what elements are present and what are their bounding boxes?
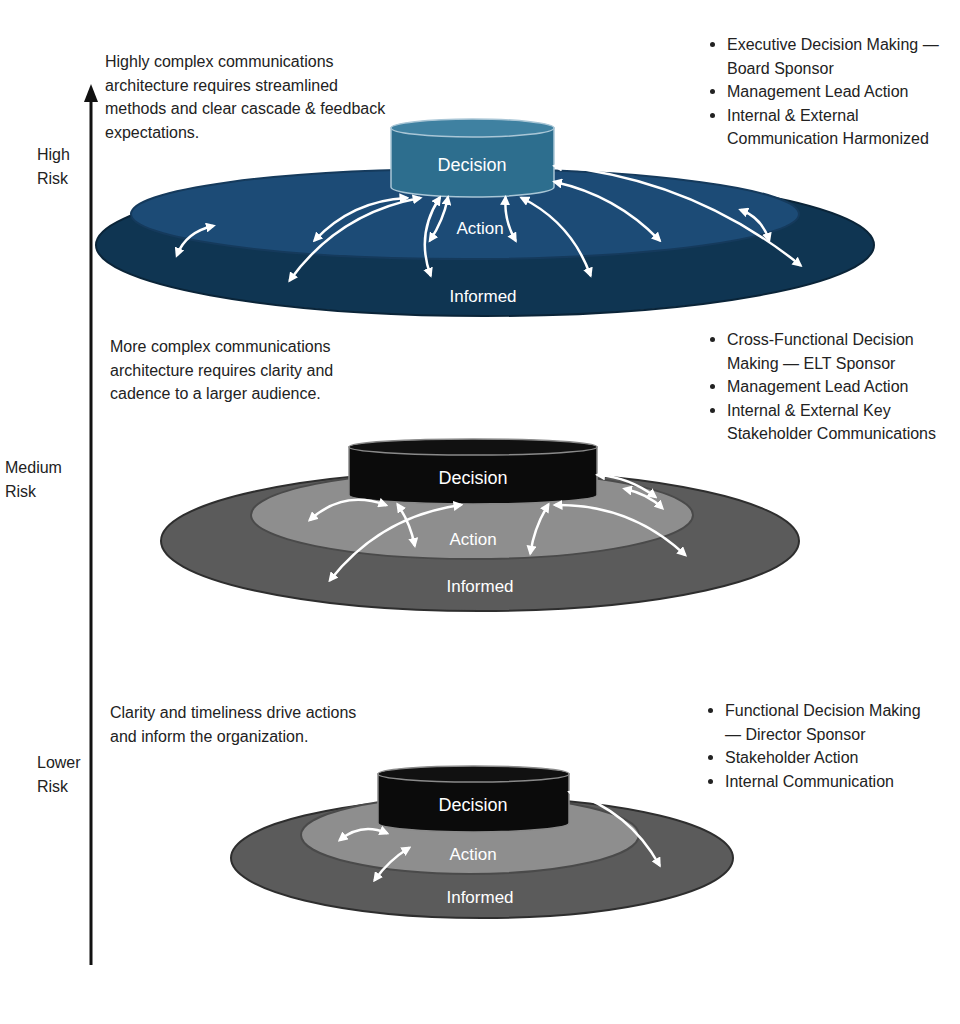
flow-arrow bbox=[310, 500, 385, 520]
bullet-item: Internal Communication bbox=[725, 770, 930, 794]
bullet-row: Executive Decision Making — Board Sponso… bbox=[707, 33, 942, 80]
text-row: Medium Risk bbox=[5, 456, 75, 503]
description-note: Clarity and timeliness drive actions and… bbox=[110, 701, 372, 748]
bullet-list: Functional Decision Making — Director Sp… bbox=[705, 699, 930, 793]
flow-arrow bbox=[375, 848, 409, 880]
bullet-dot bbox=[710, 42, 715, 47]
node-label: Action bbox=[456, 219, 503, 239]
action-ring: Action Decision bbox=[300, 765, 640, 875]
bullet-item: Stakeholder Action bbox=[725, 746, 930, 770]
bullet-item: Internal & External Communication Harmon… bbox=[727, 104, 942, 151]
risk-level: Medium Risk bbox=[5, 456, 75, 503]
bullet-item: Management Lead Action bbox=[727, 375, 947, 399]
text-block: Clarity and timeliness drive actions and… bbox=[110, 701, 372, 748]
flow-arrow bbox=[530, 505, 548, 553]
decision-cylinder: Decision bbox=[377, 765, 570, 833]
text-row: More complex communications architecture… bbox=[110, 335, 380, 406]
flow-arrow bbox=[315, 198, 407, 240]
node-label: Decision bbox=[438, 795, 507, 816]
flow-arrow bbox=[555, 166, 800, 265]
bullet-row: Management Lead Action bbox=[707, 375, 947, 399]
bullet-dot bbox=[708, 708, 713, 713]
bullet-row: Cross-Functional Decision Making — ELT S… bbox=[707, 328, 947, 375]
flow-arrow bbox=[598, 475, 655, 497]
text-row: Lower Risk bbox=[37, 751, 97, 798]
axis-line bbox=[90, 100, 93, 965]
node-label: Informed bbox=[449, 287, 516, 307]
decision-cylinder: Decision bbox=[348, 438, 598, 505]
bullet-item: Management Lead Action bbox=[727, 80, 942, 104]
bullet-dot bbox=[708, 779, 713, 784]
bullet-dot bbox=[710, 337, 715, 342]
informed-ring: Informed Action Decision bbox=[95, 118, 875, 318]
action-ring: Action Decision bbox=[130, 118, 800, 260]
cylinder-top bbox=[378, 766, 569, 782]
text-block: Medium Risk bbox=[5, 456, 75, 503]
decision-cylinder: Decision bbox=[390, 118, 555, 198]
edge-group bbox=[290, 166, 800, 880]
cylinder-top bbox=[349, 439, 597, 455]
informed-ring: Informed Action Decision bbox=[230, 765, 735, 920]
action-ring: Action Decision bbox=[250, 438, 695, 560]
node-label: Informed bbox=[446, 888, 513, 908]
text-block: Highly complex communications architectu… bbox=[105, 50, 395, 144]
bullet-item: Executive Decision Making — Board Sponso… bbox=[727, 33, 942, 80]
ring-arrow bbox=[741, 210, 769, 240]
text-block: High Risk bbox=[37, 143, 87, 190]
bullet-row: Internal & External Key Stakeholder Comm… bbox=[707, 399, 947, 446]
node-label: Decision bbox=[438, 468, 507, 489]
flow-arrow bbox=[505, 198, 515, 240]
risk-level: High Risk bbox=[37, 143, 87, 190]
bullet-dot bbox=[710, 113, 715, 118]
text-row: High Risk bbox=[37, 143, 87, 190]
flow-arrow bbox=[340, 829, 387, 840]
bullet-item: Cross-Functional Decision Making — ELT S… bbox=[727, 328, 947, 375]
ring-arrow bbox=[177, 226, 213, 255]
bullet-item: Internal & External Key Stakeholder Comm… bbox=[727, 399, 947, 446]
node-label: Action bbox=[449, 845, 496, 865]
flow-arrow bbox=[330, 505, 460, 580]
bullet-dot bbox=[710, 89, 715, 94]
node-label: Informed bbox=[446, 577, 513, 597]
flow-arrow bbox=[570, 792, 659, 865]
bullet-row: Functional Decision Making — Director Sp… bbox=[705, 699, 930, 746]
axis-arrowhead bbox=[84, 84, 98, 102]
bullet-row: Internal & External Communication Harmon… bbox=[707, 104, 942, 151]
description-note: More complex communications architecture… bbox=[110, 335, 380, 406]
flow-arrow bbox=[398, 505, 415, 545]
flow-arrow bbox=[555, 182, 659, 240]
informed-ring: Informed Action Decision bbox=[160, 438, 800, 612]
cylinder-top bbox=[391, 119, 554, 137]
bullet-row: Internal Communication bbox=[705, 770, 930, 794]
bullet-dot bbox=[710, 408, 715, 413]
bullet-row: Management Lead Action bbox=[707, 80, 942, 104]
node-label: Decision bbox=[437, 155, 506, 176]
bullet-row: Stakeholder Action bbox=[705, 746, 930, 770]
text-row: Highly complex communications architectu… bbox=[105, 50, 395, 144]
bullet-list: Executive Decision Making — Board Sponso… bbox=[707, 33, 942, 151]
text-row: Clarity and timeliness drive actions and… bbox=[110, 701, 372, 748]
ring-arrow bbox=[625, 489, 662, 508]
bullet-dot bbox=[708, 755, 713, 760]
text-block: More complex communications architecture… bbox=[110, 335, 380, 406]
flow-arrow bbox=[430, 198, 448, 240]
bullet-dot bbox=[710, 384, 715, 389]
node-label: Action bbox=[449, 530, 496, 550]
bullet-item: Functional Decision Making — Director Sp… bbox=[725, 699, 930, 746]
flow-arrow bbox=[522, 198, 590, 275]
flow-arrow bbox=[290, 198, 420, 280]
description-note: Highly complex communications architectu… bbox=[105, 50, 395, 144]
risk-level: Lower Risk bbox=[37, 751, 97, 798]
flow-arrow bbox=[556, 505, 685, 555]
text-block: Lower Risk bbox=[37, 751, 97, 798]
flow-arrow bbox=[425, 198, 440, 275]
cylinder-body bbox=[391, 128, 554, 197]
bullet-list: Cross-Functional Decision Making — ELT S… bbox=[707, 328, 947, 446]
